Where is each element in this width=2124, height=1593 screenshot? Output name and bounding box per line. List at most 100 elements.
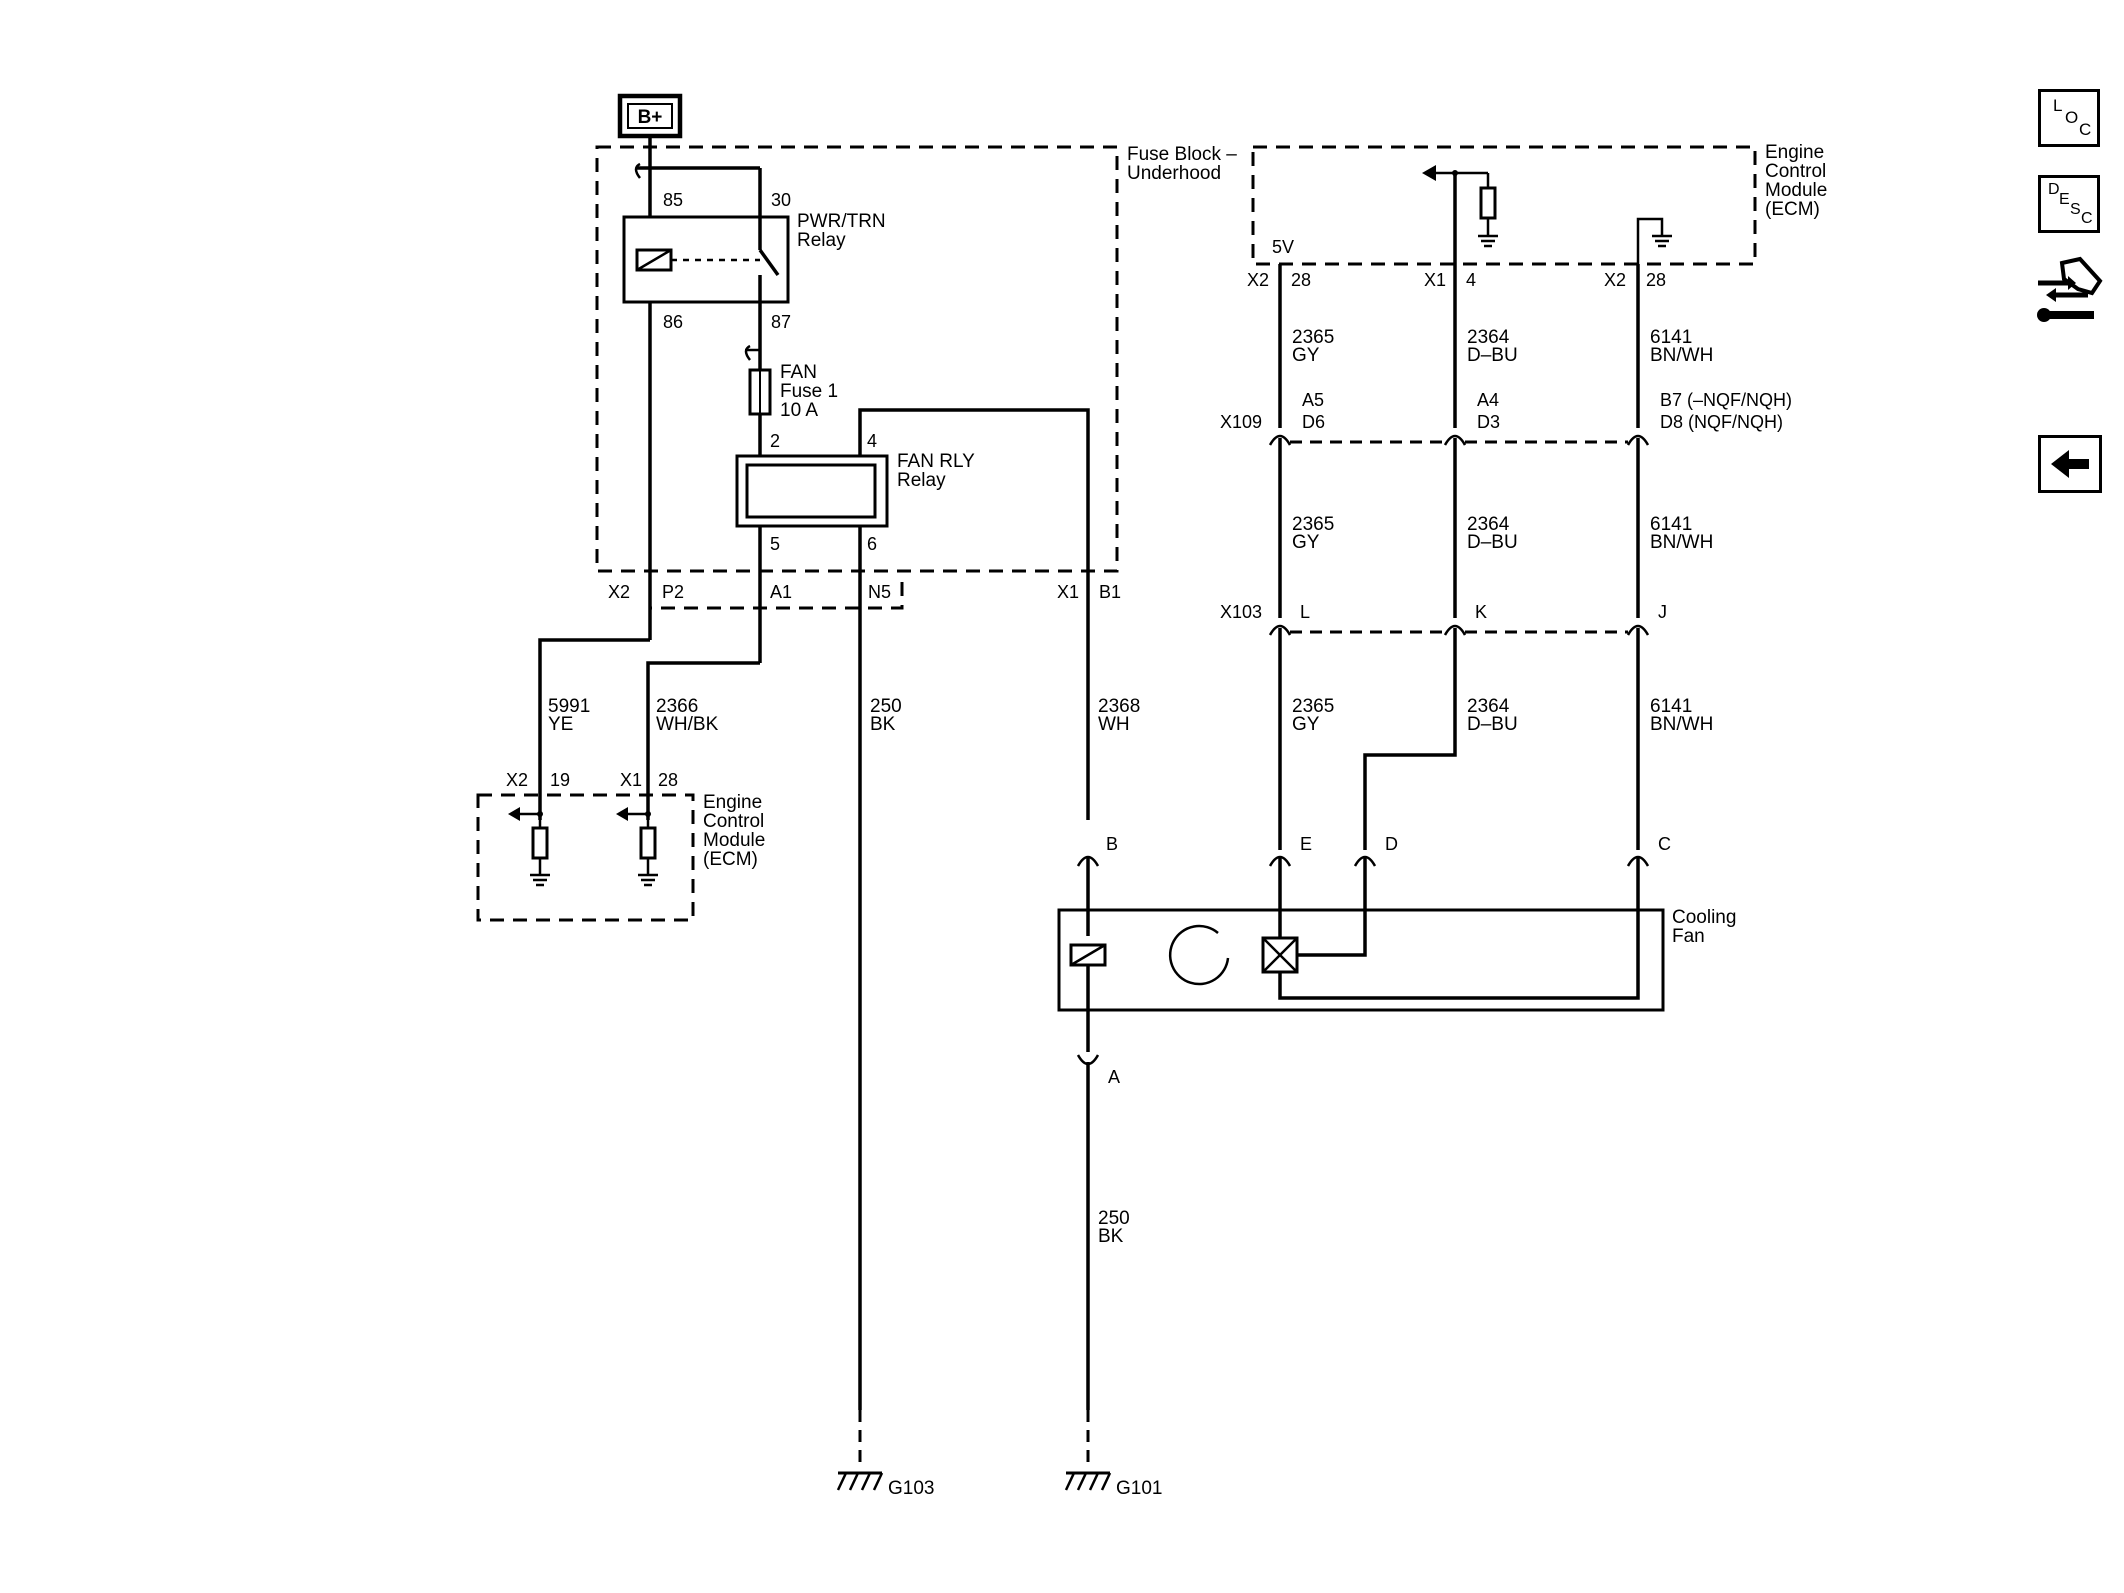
- desc-letter-s: S: [2070, 201, 2081, 218]
- fan-conn-a: A: [1108, 1067, 1120, 1087]
- fuse-block-title-1: Fuse Block –: [1127, 144, 1237, 165]
- x109-d3: D3: [1477, 412, 1500, 432]
- ecm-right-x2a: X2: [1247, 270, 1269, 290]
- ecm-right-x1: X1: [1424, 270, 1446, 290]
- ground-g103-label: G103: [888, 1478, 934, 1499]
- fan-fuse-line2: Fuse 1: [780, 381, 838, 402]
- fan-relay-pin-5: 5: [770, 534, 780, 554]
- wire-2364-num-c: 2364: [1467, 696, 1510, 717]
- ecm-left-title-2: Control: [703, 811, 764, 832]
- wire-2364-color-c: D–BU: [1467, 714, 1518, 735]
- ground-g101: G101: [1064, 1471, 1162, 1499]
- ecm-right-x2b: X2: [1604, 270, 1626, 290]
- diagnostic-connector-button[interactable]: [2034, 255, 2106, 331]
- x103-label: X103: [1220, 602, 1262, 622]
- relay-pin-86: 86: [663, 312, 683, 332]
- fan-relay-name-2: Relay: [897, 470, 946, 491]
- wire-2364-num-a: 2364: [1467, 327, 1510, 348]
- fb-conn-x2: X2: [608, 582, 630, 602]
- ecm-right-title-4: (ECM): [1765, 199, 1820, 220]
- fan-conn-c: C: [1658, 834, 1671, 854]
- fan-fuse-line3: 10 A: [780, 400, 818, 421]
- x109-a4: A4: [1477, 390, 1499, 410]
- ecm-right-title-2: Control: [1765, 161, 1826, 182]
- relay-pin-87: 87: [771, 312, 791, 332]
- arrow-left-icon: [2051, 450, 2089, 478]
- fan-conn-d: D: [1385, 834, 1398, 854]
- ecm-left-title-1: Engine: [703, 792, 762, 813]
- wire-2364-num-b: 2364: [1467, 514, 1510, 535]
- wire-2365-color-c: GY: [1292, 714, 1320, 735]
- wire-250b-num: 250: [1098, 1208, 1130, 1229]
- fan-relay-name-1: FAN RLY: [897, 451, 975, 472]
- ecm-left-title-3: Module: [703, 830, 765, 851]
- fb-conn-a1: A1: [770, 582, 792, 602]
- fan-rly-relay: 2 4 FAN RLY Relay 5 6: [735, 431, 975, 554]
- cooling-fan-name-1: Cooling: [1672, 907, 1736, 928]
- ground-g101-label: G101: [1116, 1478, 1162, 1499]
- wire-6141-num-a: 6141: [1650, 327, 1692, 348]
- wire-2365-num-b: 2365: [1292, 514, 1334, 535]
- fan-relay-pin-6: 6: [867, 534, 877, 554]
- pwr-relay-name-2: Relay: [797, 230, 846, 251]
- connector-x109: X109 A5 D6 A4 D3 B7 (–NQF/NQH) D8 (NQF/N…: [1220, 390, 1792, 446]
- ecm-left-input-19: [508, 807, 550, 887]
- location-button[interactable]: L O C: [2038, 89, 2100, 147]
- x109-a5: A5: [1302, 390, 1324, 410]
- ground-g103: G103: [836, 1471, 934, 1499]
- ecm-left-title-4: (ECM): [703, 849, 758, 870]
- x109-d8: D8 (NQF/NQH): [1660, 412, 1783, 432]
- battery-supply: B+: [617, 93, 683, 139]
- loc-letter-c: C: [2079, 120, 2092, 139]
- wire-5991-num: 5991: [548, 696, 590, 717]
- wire-6141-color-b: BN/WH: [1650, 532, 1713, 553]
- desc-letter-c: C: [2081, 210, 2093, 227]
- fuse-block-outline: [595, 145, 1119, 573]
- wire-6141-color-c: BN/WH: [1650, 714, 1713, 735]
- pwr-relay-name-1: PWR/TRN: [797, 211, 886, 232]
- fan-relay-pin-4: 4: [867, 431, 877, 451]
- fb-conn-b1: B1: [1099, 582, 1121, 602]
- loc-letter-l: L: [2053, 96, 2063, 115]
- pwr-trn-relay: 85 30 PWR/TRN Relay 86 87: [622, 190, 886, 332]
- ecm-left-input-28: [616, 807, 658, 887]
- fuse-block-title-2: Underhood: [1127, 163, 1221, 184]
- ecm-right-outline: [1251, 145, 1757, 266]
- wire-2368-color: WH: [1098, 714, 1130, 735]
- battery-label: B+: [638, 107, 663, 128]
- cooling-fan: Cooling Fan: [1057, 907, 1736, 1012]
- fb-conn-n5: N5: [868, 582, 891, 602]
- fb-conn-p2: P2: [662, 582, 684, 602]
- description-button[interactable]: D E S C: [2038, 175, 2100, 233]
- wire-2364-color-b: D–BU: [1467, 532, 1518, 553]
- ecm-left-pin28: 28: [658, 770, 678, 790]
- wire-2365-color-b: GY: [1292, 532, 1320, 553]
- x109-label: X109: [1220, 412, 1262, 432]
- wire-250b-color: BK: [1098, 1226, 1124, 1247]
- wire-2365-num-a: 2365: [1292, 327, 1334, 348]
- fb-conn-x1: X1: [1057, 582, 1079, 602]
- wire-2366-num: 2366: [656, 696, 698, 717]
- fan-fuse: FAN Fuse 1 10 A: [748, 362, 838, 421]
- ecm-left-outline: [476, 793, 695, 922]
- ecm-right-pin4: 4: [1466, 270, 1476, 290]
- wire-6141-num-b: 6141: [1650, 514, 1692, 535]
- ecm-right-5v: 5V: [1272, 237, 1294, 257]
- x103-l: L: [1300, 602, 1310, 622]
- ecm-left-x2: X2: [506, 770, 528, 790]
- wire-2366-color: WH/BK: [656, 714, 719, 735]
- wire-2364-color-a: D–BU: [1467, 345, 1518, 366]
- ecm-right-title-3: Module: [1765, 180, 1827, 201]
- connector-x103: X103 L K J: [1220, 602, 1667, 636]
- wire-250a-color: BK: [870, 714, 896, 735]
- wire-6141-color-a: BN/WH: [1650, 345, 1713, 366]
- x109-b7: B7 (–NQF/NQH): [1660, 390, 1792, 410]
- ecm-right-ground-28: [1636, 217, 1672, 278]
- ecm-left-pin19: 19: [550, 770, 570, 790]
- x103-k: K: [1475, 602, 1487, 622]
- ecm-left-x1: X1: [620, 770, 642, 790]
- relay-pin-85: 85: [663, 190, 683, 210]
- fan-fuse-line1: FAN: [780, 362, 817, 383]
- x103-j: J: [1658, 602, 1667, 622]
- back-button[interactable]: [2038, 435, 2102, 493]
